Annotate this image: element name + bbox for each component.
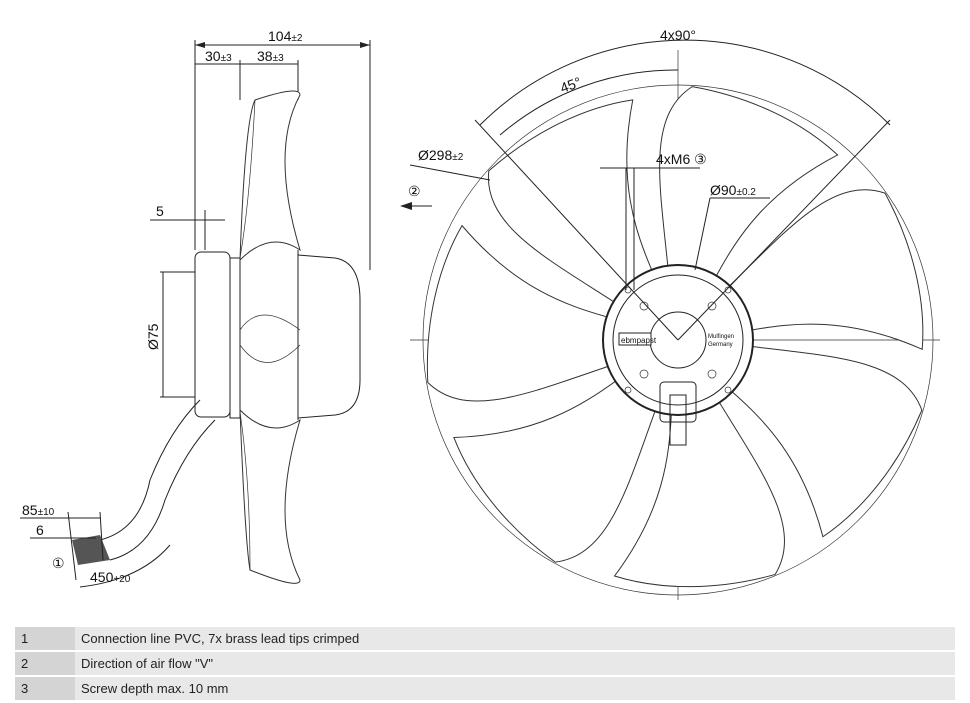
fan-blade: [453, 379, 657, 563]
dim-5: 5: [156, 203, 164, 219]
front-view: ebmpapst Mulfingen Germany 4x90° 45° Ø29…: [400, 27, 940, 600]
dim-total: 104±2: [268, 28, 303, 44]
legend-text: Screw depth max. 10 mm: [75, 676, 955, 702]
dim-38: 38±3: [257, 48, 284, 64]
dim-6: 6: [36, 522, 44, 538]
dia-298: Ø298±2: [418, 147, 464, 163]
dim-85: 85±10: [22, 502, 55, 518]
dim-dia75: Ø75: [145, 323, 161, 350]
legend-text: Connection line PVC, 7x brass lead tips …: [75, 627, 955, 652]
fan-blade: [729, 345, 923, 538]
angle-45: 45°: [558, 74, 583, 96]
fan-blade: [659, 86, 839, 279]
dim-450: 450+20: [90, 569, 131, 585]
marker-2: ②: [408, 183, 421, 199]
hub-label-country: Germany: [708, 342, 733, 348]
dia-90: Ø90±0.2: [710, 182, 756, 198]
fan-blade: [613, 398, 785, 588]
angle-4x90: 4x90°: [660, 27, 696, 43]
legend-text: Direction of air flow "V": [75, 651, 955, 677]
fan-blade: [426, 224, 612, 402]
dim-30: 30±3: [205, 48, 232, 64]
marker-1: ①: [52, 555, 65, 571]
legend-num: 3: [15, 676, 75, 702]
fan-blade: [488, 99, 654, 305]
technical-drawing: 104±2 30±3 38±3 5 Ø75 85±: [20, 27, 940, 600]
side-view: 104±2 30±3 38±3 5 Ø75 85±: [20, 28, 371, 588]
thread-spec: 4xM6 ③: [656, 151, 707, 167]
legend-num: 1: [15, 627, 75, 652]
legend-num: 2: [15, 651, 75, 677]
fan-blade: [726, 189, 924, 351]
hub-label-city: Mulfingen: [708, 334, 734, 340]
logo: ebmpapst: [621, 336, 657, 345]
